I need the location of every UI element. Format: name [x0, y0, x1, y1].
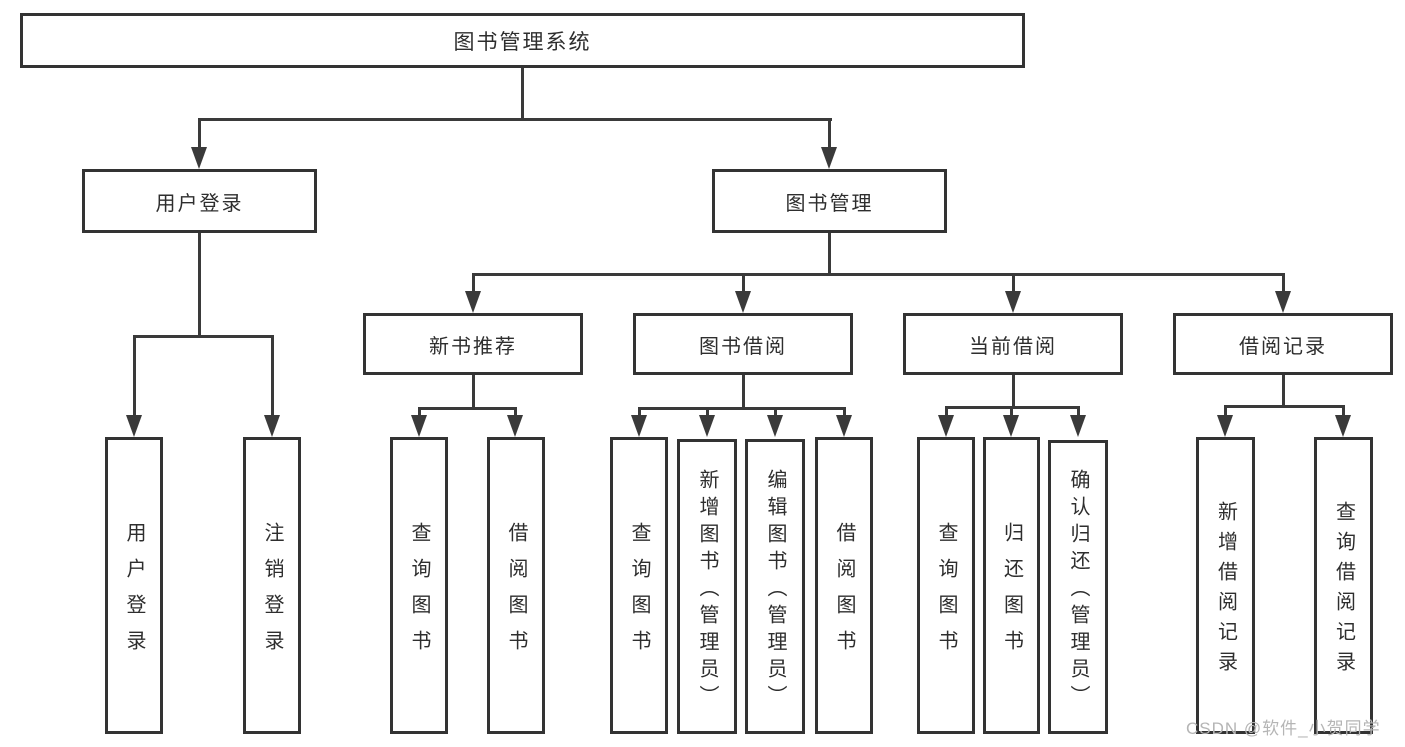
connector-line [1012, 375, 1015, 408]
node-leaf-query-borrow-record: 查询借阅记录 [1314, 437, 1373, 734]
connector-line [133, 335, 136, 417]
node-label: 查询图书 [935, 521, 957, 666]
arrowhead-down-icon [1275, 291, 1291, 313]
node-borrowing-records: 借阅记录 [1173, 313, 1393, 375]
arrowhead-down-icon [507, 415, 523, 437]
connector-line [774, 407, 777, 417]
connector-line [1224, 405, 1345, 408]
arrowhead-down-icon [767, 415, 783, 437]
node-label: 借阅记录 [1239, 335, 1327, 358]
node-leaf-borrow-books: 借阅图书 [815, 437, 873, 734]
connector-line [742, 375, 745, 409]
arrowhead-down-icon [1217, 415, 1233, 437]
arrowhead-down-icon [699, 415, 715, 437]
node-label: 注销登录 [261, 521, 283, 666]
node-label: 用户登录 [155, 192, 244, 215]
node-leaf-query-books-rec: 查询图书 [390, 437, 448, 734]
node-label: 编辑图书（管理员） [764, 468, 786, 712]
node-leaf-return-books: 归还图书 [983, 437, 1040, 734]
arrowhead-down-icon [735, 291, 751, 313]
arrowhead-down-icon [126, 415, 142, 437]
connector-line [742, 273, 745, 293]
node-label: 查询图书 [408, 521, 430, 666]
node-leaf-add-books-admin: 新增图书（管理员） [677, 439, 737, 734]
node-leaf-logout: 注销登录 [243, 437, 301, 734]
connector-line [828, 118, 831, 150]
arrowhead-down-icon [631, 415, 647, 437]
arrowhead-down-icon [465, 291, 481, 313]
arrowhead-down-icon [1070, 415, 1086, 437]
connector-line [1224, 405, 1227, 417]
connector-line [1077, 406, 1080, 417]
node-current-borrowing: 当前借阅 [903, 313, 1123, 375]
node-leaf-confirm-return-admin: 确认归还（管理员） [1048, 440, 1108, 734]
node-leaf-query-books-borrow: 查询图书 [610, 437, 668, 734]
connector-line [638, 407, 845, 410]
connector-line [418, 407, 517, 410]
watermark: CSDN @软件_小贺同学 [1186, 719, 1381, 738]
node-label: 图书借阅 [699, 335, 787, 358]
connector-line [472, 273, 1285, 276]
node-label: 新书推荐 [429, 335, 517, 358]
arrowhead-down-icon [191, 147, 207, 169]
arrowhead-down-icon [264, 415, 280, 437]
node-label: 确认归还（管理员） [1067, 469, 1089, 712]
connector-line [198, 118, 201, 150]
arrowhead-down-icon [1005, 291, 1021, 313]
node-label: 图书管理 [785, 192, 874, 215]
connector-line [1012, 273, 1015, 293]
connector-line [271, 335, 274, 417]
node-label: 借阅图书 [833, 521, 855, 666]
node-label: 查询图书 [628, 521, 650, 666]
connector-line [843, 407, 846, 417]
node-label: 当前借阅 [969, 335, 1057, 358]
connector-line [1282, 375, 1285, 407]
connector-line [418, 407, 421, 417]
node-label: 归还图书 [1000, 521, 1023, 666]
connector-line [521, 68, 524, 121]
connector-line [1282, 273, 1285, 293]
arrowhead-down-icon [938, 415, 954, 437]
connector-line [1010, 406, 1013, 417]
arrowhead-down-icon [411, 415, 427, 437]
node-new-book-recommendation: 新书推荐 [363, 313, 583, 375]
node-book-management: 图书管理 [712, 169, 947, 233]
node-user-login: 用户登录 [82, 169, 317, 233]
connector-line [945, 406, 948, 417]
node-label: 新增图书（管理员） [696, 468, 718, 712]
connector-line [706, 407, 709, 417]
connector-line [198, 233, 201, 338]
node-label: 图书管理系统 [453, 30, 592, 54]
connector-line [198, 118, 832, 121]
connector-line [828, 233, 831, 276]
node-leaf-edit-books-admin: 编辑图书（管理员） [745, 439, 805, 734]
arrowhead-down-icon [1335, 415, 1351, 437]
connector-line [472, 273, 475, 293]
node-label: 用户登录 [123, 521, 145, 666]
node-leaf-user-login: 用户登录 [105, 437, 163, 734]
connector-line [514, 407, 517, 417]
node-leaf-add-borrow-record: 新增借阅记录 [1196, 437, 1255, 734]
arrowhead-down-icon [1003, 415, 1019, 437]
node-book-borrowing: 图书借阅 [633, 313, 853, 375]
connector-line [133, 335, 274, 338]
node-label: 借阅图书 [505, 521, 527, 666]
node-leaf-borrow-books-rec: 借阅图书 [487, 437, 545, 734]
arrowhead-down-icon [836, 415, 852, 437]
arrowhead-down-icon [821, 147, 837, 169]
connector-line [1342, 405, 1345, 417]
node-leaf-query-books-current: 查询图书 [917, 437, 975, 734]
connector-line [638, 407, 641, 417]
node-label: 查询借阅记录 [1332, 500, 1355, 681]
connector-line [472, 375, 475, 409]
node-library-management-system: 图书管理系统 [20, 13, 1025, 68]
node-label: 新增借阅记录 [1214, 500, 1237, 681]
